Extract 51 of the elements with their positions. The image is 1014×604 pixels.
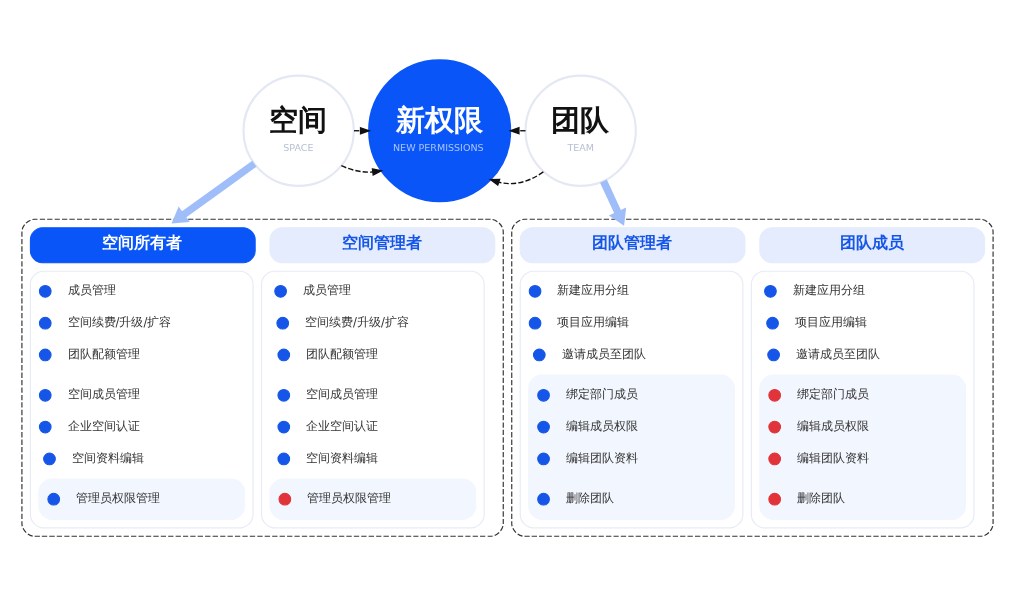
node-box: 团队成员 [758,226,985,263]
cluster [758,374,966,520]
cluster [510,218,994,537]
arrow [488,170,544,186]
node-text: 团队配额管理 [305,346,378,361]
cluster [268,477,476,520]
cluster [519,270,743,528]
node-text: 项目应用编辑 [794,314,867,329]
node-circle: 空间 SPACE [241,74,355,187]
node-text: 管理员权限管理 [306,490,391,505]
node-text: 编辑团队资料 [565,450,638,465]
node-text: 编辑成员权限 [796,418,869,433]
cluster [29,270,254,528]
node-text: 团队配额管理 [67,346,140,361]
arrow [352,126,371,135]
node-text: 空间资料编辑 [305,450,378,465]
node-text: 删除团队 [796,490,845,505]
cluster [37,477,245,520]
node-text: 绑定部门成员 [565,386,638,401]
node-box: 空间所有者 [29,226,256,263]
node-box: 空间管理者 [269,226,495,263]
cluster [260,270,485,528]
node-text: 编辑成员权限 [565,418,638,433]
node-text: 空间成员管理 [305,386,378,401]
node-text: 新建应用分组 [556,282,629,297]
node-circle: 新权限 NEW PERMISSIONS [367,58,511,202]
arrow [599,179,626,226]
cluster [527,374,735,520]
cluster [750,270,975,528]
node-text: 成员管理 [302,282,351,297]
node-text: 企业空间认证 [305,418,378,433]
cluster [20,218,504,537]
node-circle: 团队 TEAM [523,74,637,187]
node-box: 团队管理者 [519,226,745,263]
node-text: 企业空间认证 [67,418,140,433]
node-text: 邀请成员至团队 [795,346,880,361]
node-text: 空间成员管理 [67,386,140,401]
node-text: 项目应用编辑 [556,314,629,329]
node-text: 空间资料编辑 [71,450,144,465]
node-text: 管理员权限管理 [75,490,160,505]
node-text: 空间续费/升级/扩容 [304,314,409,329]
node-text: 新建应用分组 [792,282,865,297]
node-text: 删除团队 [565,490,614,505]
node-text: 成员管理 [67,282,116,297]
arrow [171,160,257,223]
node-text: 编辑团队资料 [796,450,869,465]
arrow [507,126,526,135]
node-text: 空间续费/升级/扩容 [67,314,171,329]
node-text: 邀请成员至团队 [561,346,646,361]
arrow [340,164,383,176]
node-text: 绑定部门成员 [796,386,869,401]
